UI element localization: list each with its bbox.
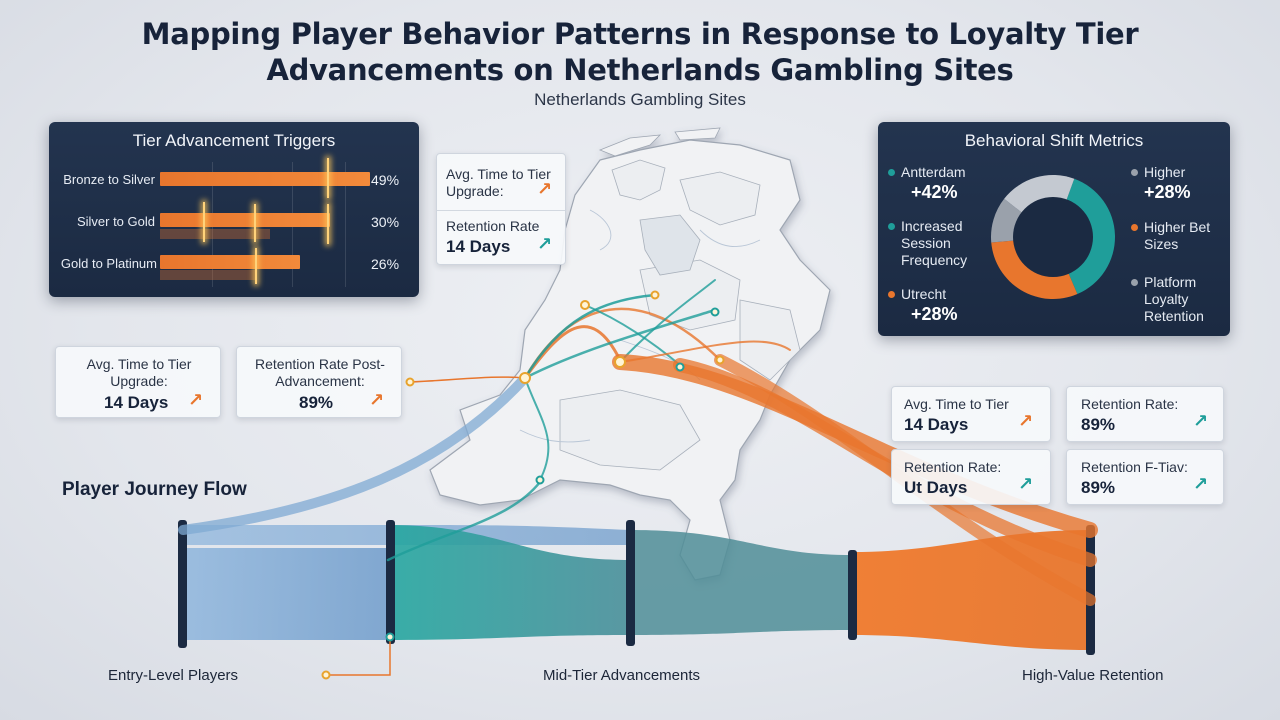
right-card-value: 89%	[1081, 478, 1116, 497]
right-card-value: Ut Days	[904, 478, 968, 497]
journey-flows	[178, 520, 1095, 655]
page-title: Mapping Player Behavior Patterns in Resp…	[0, 16, 1280, 88]
metric-label: Platform Loyalty Retention	[1144, 274, 1204, 324]
page-title-line-2: Advancements on Netherlands Gambling Sit…	[266, 53, 1014, 87]
tier-row-label: Silver to Gold	[76, 214, 155, 229]
stage-label-mid: Mid-Tier Advancements	[543, 667, 701, 684]
map-nodes	[321, 290, 725, 680]
behavioral-shift-panel: Behavioral Shift Metrics Antterdam +42% …	[878, 122, 1230, 336]
right-card-value: 14 Days	[904, 415, 969, 434]
metric-label: Increased Session Frequency	[901, 218, 968, 268]
metric-value: +28%	[911, 304, 958, 324]
tier-row-label: Bronze to Silver	[63, 172, 155, 187]
glow-marker	[254, 204, 256, 242]
page-subtitle: Netherlands Gambling Sites	[534, 90, 746, 109]
metric-item: Higher Bet Sizes	[1131, 219, 1214, 253]
avg-time-value: 14 Days	[104, 393, 169, 412]
right-stat-card: Retention F-Tiav: 89% ↗	[1066, 449, 1224, 505]
metric-value: +42%	[911, 182, 958, 202]
map-stat-card: Avg. Time to Tier Upgrade: ↗ Retention R…	[436, 153, 566, 265]
avg-time-label: Avg. Time to Tier Upgrade:	[86, 356, 192, 389]
trend-up-teal-icon: ↗	[1193, 474, 1209, 494]
tier-row-percent: 49%	[371, 172, 400, 188]
trend-up-orange-icon: ↗	[537, 179, 553, 199]
metric-item: Utrecht +28%	[888, 286, 991, 325]
right-stat-card: Retention Rate: 89% ↗	[1066, 386, 1224, 442]
metric-label: Higher	[1144, 164, 1186, 180]
trend-up-teal-icon: ↗	[1193, 411, 1209, 431]
avg-time-card: Avg. Time to Tier Upgrade: 14 Days ↗	[55, 346, 221, 418]
right-card-label: Retention Rate:	[904, 459, 1002, 475]
right-card-label: Avg. Time to Tier	[904, 396, 1009, 412]
metric-item: Increased Session Frequency	[888, 218, 981, 269]
tier-row-bar	[160, 255, 300, 269]
metric-item: Antterdam +42%	[888, 164, 991, 203]
map-card-value: 14 Days	[446, 237, 511, 256]
glow-marker	[203, 202, 205, 242]
retention-post-label: Retention Rate Post-Advancement:	[255, 356, 385, 389]
right-stat-card: Retention Rate: Ut Days ↗	[891, 449, 1051, 505]
metric-label: Higher Bet Sizes	[1144, 219, 1211, 252]
tier-row-percent: 30%	[371, 214, 400, 230]
tier-row-bar	[160, 172, 370, 186]
tier-row-percent: 26%	[371, 256, 400, 272]
page-title-line-1: Mapping Player Behavior Patterns in Resp…	[141, 17, 1139, 51]
glow-marker	[327, 204, 329, 244]
trend-up-orange-icon: ↗	[369, 390, 385, 410]
behavior-donut-chart	[991, 175, 1115, 299]
trend-up-orange-icon: ↗	[1018, 411, 1034, 431]
right-card-label: Retention Rate:	[1081, 396, 1179, 412]
metric-item: Higher +28%	[1131, 164, 1224, 203]
trend-up-orange-icon: ↗	[188, 390, 204, 410]
metric-item: Platform Loyalty Retention	[1131, 274, 1219, 325]
tier-row-label: Gold to Platinum	[60, 256, 157, 271]
metric-label: Antterdam	[901, 164, 966, 180]
trend-up-teal-icon: ↗	[537, 234, 553, 254]
metric-label: Utrecht	[901, 286, 947, 302]
retention-post-card: Retention Rate Post-Advancement: 89% ↗	[236, 346, 402, 418]
journey-flow-title: Player Journey Flow	[62, 479, 247, 500]
right-card-label: Retention F-Tiav:	[1081, 459, 1188, 475]
tier-panel-title: Tier Advancement Triggers	[132, 131, 336, 150]
stage-label-entry: Entry-Level Players	[108, 667, 239, 684]
glow-marker	[327, 158, 329, 198]
stage-label-high: High-Value Retention	[1022, 667, 1164, 684]
map-card-label: Avg. Time to Tier Upgrade:	[446, 166, 551, 199]
behavior-panel-title: Behavioral Shift Metrics	[964, 131, 1144, 150]
right-card-value: 89%	[1081, 415, 1116, 434]
metric-value: +28%	[1144, 182, 1191, 202]
glow-marker	[255, 248, 257, 284]
retention-post-value: 89%	[299, 393, 334, 412]
trend-up-teal-icon: ↗	[1018, 474, 1034, 494]
tier-advancement-panel: Tier Advancement Triggers Bronze to Silv…	[49, 122, 419, 297]
right-stat-card: Avg. Time to Tier 14 Days ↗	[891, 386, 1051, 442]
tier-row-bar	[160, 213, 330, 227]
map-card-label: Retention Rate	[446, 218, 540, 234]
